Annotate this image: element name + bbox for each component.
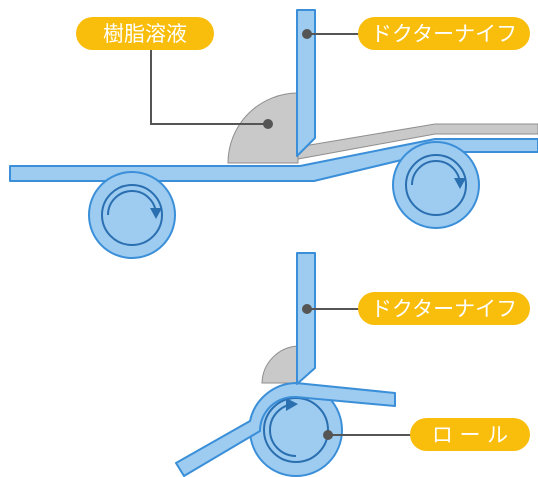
label-doctor-knife-bottom: ドクターナイフ — [371, 297, 517, 321]
callout-roll: ロ ー ル — [323, 418, 530, 451]
resin-bead-top — [227, 92, 299, 164]
label-doctor-knife-top: ドクターナイフ — [371, 22, 517, 46]
callout-doctor-knife-bottom: ドクターナイフ — [302, 292, 530, 325]
resin-bead-bottom — [261, 345, 299, 384]
rotation-arrow-icon — [107, 190, 157, 216]
doctor-knife-top — [296, 9, 316, 157]
label-resin-solution: 樹脂溶液 — [103, 22, 187, 46]
rotation-arrowhead-icon — [150, 208, 162, 219]
rotation-arrowhead-icon — [286, 398, 298, 411]
top-diagram: 樹脂溶液 ドクターナイフ — [9, 9, 538, 259]
coated-resin-layer-top — [297, 123, 538, 160]
bottom-diagram: ドクターナイフ ロ ー ル — [175, 252, 530, 477]
rotation-arrow-icon — [269, 403, 297, 457]
label-roll: ロ ー ル — [432, 423, 508, 447]
callout-resin-solution: 樹脂溶液 — [76, 17, 273, 129]
roller-bottom — [249, 383, 343, 477]
callout-doctor-knife-top: ドクターナイフ — [302, 17, 530, 50]
rotation-arrowhead-icon — [454, 178, 466, 189]
rotation-arrow-icon — [411, 160, 461, 186]
substrate-film-bottom — [175, 382, 396, 477]
doctor-knife-bottom — [296, 252, 316, 385]
roller-left-top — [88, 171, 176, 259]
roller-right-top — [392, 141, 480, 229]
